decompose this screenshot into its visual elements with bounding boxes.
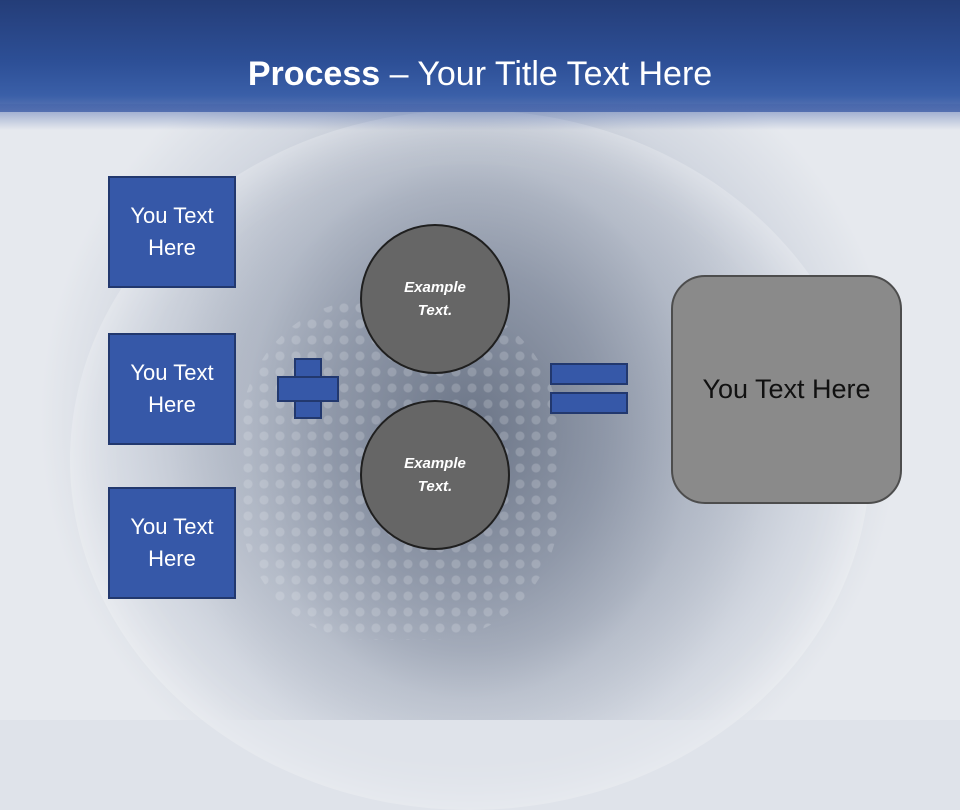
equals-icon-top-bar bbox=[550, 363, 628, 385]
equals-icon-bottom-bar bbox=[550, 392, 628, 414]
result-box: You Text Here bbox=[671, 275, 902, 504]
slide-title-rest: – Your Title Text Here bbox=[380, 55, 713, 93]
input-box-2-label: You Text Here bbox=[130, 360, 214, 417]
input-box-3-label: You Text Here bbox=[130, 514, 214, 571]
example-circle-1-label: Example Text. bbox=[404, 279, 466, 319]
input-box-1-label: You Text Here bbox=[130, 203, 214, 260]
example-circle-2: Example Text. bbox=[360, 400, 510, 550]
example-circle-2-label: Example Text. bbox=[404, 455, 466, 495]
title-bar-fade bbox=[0, 104, 960, 130]
result-box-label: You Text Here bbox=[702, 374, 871, 404]
input-box-2: You Text Here bbox=[108, 333, 236, 445]
slide-title-bold: Process bbox=[247, 55, 381, 93]
plus-icon-horizontal bbox=[277, 376, 339, 402]
input-box-1: You Text Here bbox=[108, 176, 236, 288]
input-box-3: You Text Here bbox=[108, 487, 236, 599]
slide-title: Process – Your Title Text Here bbox=[0, 52, 960, 96]
example-circle-1: Example Text. bbox=[360, 224, 510, 374]
title-bar bbox=[0, 0, 960, 112]
